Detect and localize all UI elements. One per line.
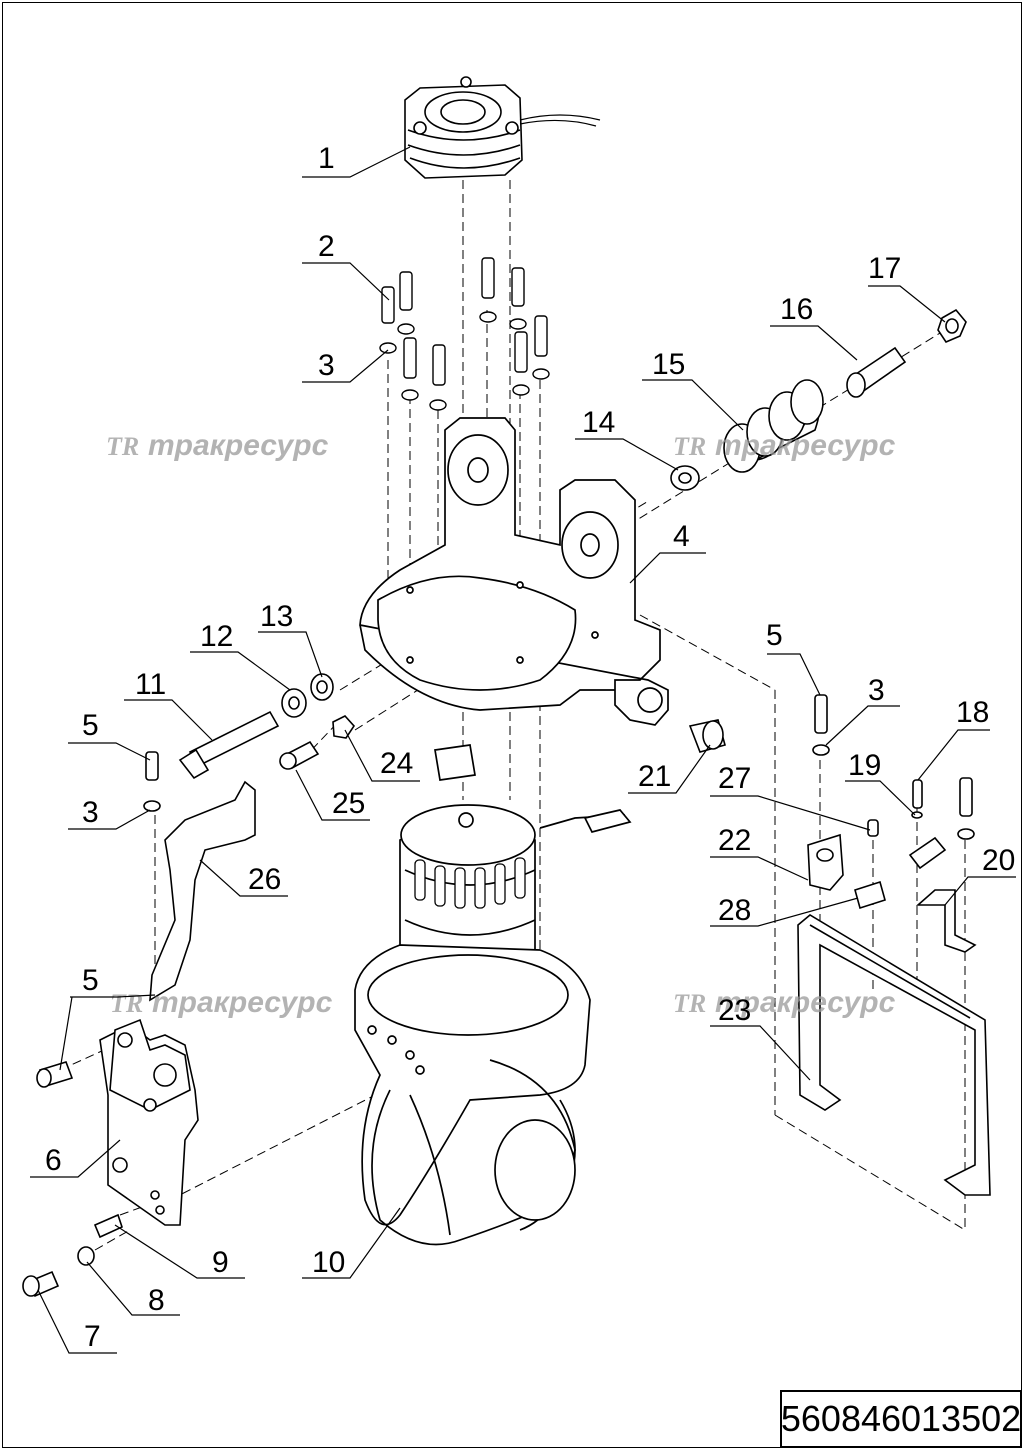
callout-label: 5 [82,964,99,997]
callout-label: 5 [82,709,99,742]
callout-label: 24 [380,747,413,780]
callout-label: 4 [673,520,690,553]
drive-motor-wheel [354,744,632,1246]
callout-label: 28 [718,894,751,927]
part-number: 560846013502 [780,1398,1022,1439]
callout-label: 1 [318,142,335,175]
callout-label: 8 [148,1284,165,1317]
callout-label: 26 [248,863,281,896]
callout-label: 18 [956,696,989,729]
callout-label: 5 [766,619,783,652]
main-bracket [359,417,669,726]
callout-label: 2 [318,230,335,263]
callout-label: 3 [868,674,885,707]
callout-label: 21 [638,760,671,793]
callout-label: 9 [212,1246,229,1279]
callout-label: 13 [260,600,293,633]
watermark-logo: TR [673,989,706,1018]
callout-labels: 1 2 3 17 16 15 14 4 13 12 11 5 3 24 25 2… [45,142,1015,1353]
callout-leaders [30,146,1016,1354]
callout-label: 10 [312,1246,345,1279]
mounting-bolts [379,257,550,411]
callout-label: 7 [84,1320,101,1353]
callout-label: 23 [718,994,751,1027]
callout-label: 3 [82,796,99,829]
callout-label: 27 [718,762,751,795]
brake-unit [404,76,601,179]
callout-label: 14 [582,406,615,439]
watermark-text: тракресурс [148,429,329,462]
callout-label: 19 [848,749,881,782]
callout-label: 6 [45,1144,62,1177]
callout-label: 17 [868,252,901,285]
watermark-text: тракресурс [715,429,896,462]
callout-label: 11 [135,668,166,701]
part-number-box: 560846013502 [780,1390,1022,1448]
watermark-text: тракресурс [152,986,333,1019]
callout-label: 15 [652,348,685,381]
callout-label: 20 [982,844,1015,877]
pivot-pin-set [178,673,726,780]
spring-assembly [670,308,967,491]
right-brackets [797,694,991,1196]
callout-label: 16 [780,293,813,326]
callout-label: 22 [718,824,751,857]
watermark-logo: TR [110,989,143,1018]
watermark-logo: TR [106,432,139,461]
watermark-logo: TR [673,432,706,461]
callout-label: 12 [200,620,233,653]
watermark: TR тракресурс TR тракресурс TR тракресур… [106,429,896,1019]
callout-label: 3 [318,349,335,382]
callout-label: 25 [332,787,365,820]
left-brackets [22,751,256,1298]
watermark-text: тракресурс [715,986,896,1019]
